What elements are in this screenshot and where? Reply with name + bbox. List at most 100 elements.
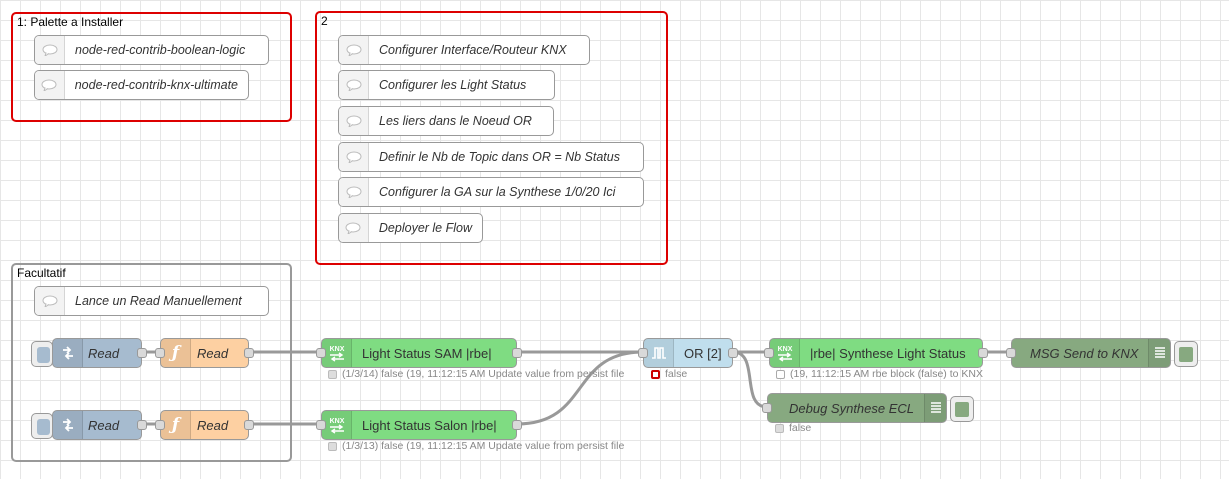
output-port[interactable] xyxy=(512,420,522,430)
output-port[interactable] xyxy=(244,420,254,430)
group-steps-label: 2 xyxy=(321,14,328,28)
speech-bubble-icon xyxy=(35,287,65,315)
input-port[interactable] xyxy=(638,348,648,358)
comment-label: Definir le Nb de Topic dans OR = Nb Stat… xyxy=(379,150,620,164)
comment-label: Deployer le Flow xyxy=(378,221,472,235)
knx-icon: KNX xyxy=(770,339,800,367)
function-node-read-2[interactable]: ƒ Read xyxy=(155,410,254,440)
output-port[interactable] xyxy=(244,348,254,358)
node-label: |rbe| Synthese Light Status xyxy=(810,345,966,361)
output-port[interactable] xyxy=(978,348,988,358)
or-status: false xyxy=(651,368,687,380)
node-label: OR [2] xyxy=(684,345,722,361)
knx-icon: KNX xyxy=(322,339,352,367)
node-label: Read xyxy=(197,345,229,361)
speech-bubble-icon xyxy=(339,71,369,99)
debug-toggle-button[interactable] xyxy=(950,396,974,422)
comment-link-or[interactable]: Les liers dans le Noeud OR xyxy=(338,106,554,136)
boolean-or-node[interactable]: OR [2] xyxy=(638,338,738,368)
comment-config-ga[interactable]: Configurer la GA sur la Synthese 1/0/20 … xyxy=(338,177,644,207)
node-label: Read xyxy=(88,417,120,433)
status-text: false xyxy=(665,368,688,380)
speech-bubble-icon xyxy=(35,36,65,64)
comment-label: Lance un Read Manuellement xyxy=(75,294,242,308)
comment-deploy[interactable]: Deployer le Flow xyxy=(338,213,483,243)
function-icon: ƒ xyxy=(161,339,191,367)
node-label: Light Status SAM |rbe| xyxy=(362,345,492,361)
inject-button[interactable] xyxy=(31,413,53,439)
knx-synthese-status: (19, 11:12:15 AM rbe block (false) to KN… xyxy=(776,368,983,380)
wire-knx-salon-or xyxy=(516,350,644,426)
status-dot xyxy=(775,423,784,433)
comment-boolean-logic[interactable]: node-red-contrib-boolean-logic xyxy=(34,35,269,65)
svg-text:KNX: KNX xyxy=(329,418,344,425)
comment-label: Configurer Interface/Routeur KNX xyxy=(379,43,567,57)
input-port[interactable] xyxy=(155,348,165,358)
knx-icon: KNX xyxy=(322,411,352,439)
input-port[interactable] xyxy=(155,420,165,430)
input-port[interactable] xyxy=(316,348,326,358)
comment-knx-ultimate[interactable]: node-red-contrib-knx-ultimate xyxy=(34,70,249,100)
group-palette-label: 1: Palette a Installer xyxy=(17,15,124,29)
group-optional[interactable]: Facultatif xyxy=(11,263,292,462)
list-icon xyxy=(1148,339,1170,367)
speech-bubble-icon xyxy=(339,107,369,135)
arrow-in-icon xyxy=(53,411,83,439)
svg-text:KNX: KNX xyxy=(329,346,344,353)
node-label: Debug Synthese ECL xyxy=(789,400,915,416)
inject-node-read-2[interactable]: Read xyxy=(31,410,147,440)
knx-node-sam[interactable]: KNX Light Status SAM |rbe| xyxy=(316,338,522,368)
group-optional-label: Facultatif xyxy=(17,266,66,280)
inject-node-read-1[interactable]: Read xyxy=(31,338,147,368)
output-port[interactable] xyxy=(137,348,147,358)
input-port[interactable] xyxy=(1006,348,1016,358)
status-text: false xyxy=(789,422,812,434)
speech-bubble-icon xyxy=(339,36,369,64)
list-icon xyxy=(924,394,946,422)
knx-sam-status: (1/3/14) false (19, 11:12:15 AM Update v… xyxy=(328,368,624,380)
knx-salon-status: (1/3/13) false (19, 11:12:15 AM Update v… xyxy=(328,440,624,452)
comment-label: node-red-contrib-knx-ultimate xyxy=(74,78,238,92)
comment-label: Configurer la GA sur la Synthese 1/0/20 … xyxy=(379,185,616,199)
debug-node-synthese-ecl[interactable]: Debug Synthese ECL xyxy=(762,393,974,423)
knx-node-salon[interactable]: KNX Light Status Salon |rbe| xyxy=(316,410,522,440)
output-port[interactable] xyxy=(137,420,147,430)
status-text: (19, 11:12:15 AM rbe block (false) to KN… xyxy=(790,368,983,380)
wire-or-debug-synthese xyxy=(732,350,768,409)
node-label: MSG Send to KNX xyxy=(1030,345,1139,361)
comment-define-topics[interactable]: Definir le Nb de Topic dans OR = Nb Stat… xyxy=(338,142,644,172)
status-text: (1/3/13) false (19, 11:12:15 AM Update v… xyxy=(342,440,625,452)
debug-node-msg-send[interactable]: MSG Send to KNX xyxy=(1006,338,1198,368)
status-text: (1/3/14) false (19, 11:12:15 AM Update v… xyxy=(342,368,625,380)
node-label: Light Status Salon |rbe| xyxy=(362,417,497,433)
comment-label: node-red-contrib-boolean-logic xyxy=(75,43,246,57)
speech-bubble-icon xyxy=(339,178,369,206)
comment-config-interface[interactable]: Configurer Interface/Routeur KNX xyxy=(338,35,590,65)
group-steps[interactable]: 2 xyxy=(315,11,668,265)
output-port[interactable] xyxy=(728,348,738,358)
function-icon: ƒ xyxy=(161,411,191,439)
status-dot xyxy=(328,369,337,379)
function-node-read-1[interactable]: ƒ Read xyxy=(155,338,254,368)
inject-button[interactable] xyxy=(31,341,53,367)
debug-toggle-button[interactable] xyxy=(1174,341,1198,367)
comment-config-light-status[interactable]: Configurer les Light Status xyxy=(338,70,555,100)
svg-text:KNX: KNX xyxy=(777,346,792,353)
debug-synthese-status: false xyxy=(775,422,811,434)
knx-node-synthese[interactable]: KNX |rbe| Synthese Light Status xyxy=(764,338,988,368)
speech-bubble-icon xyxy=(339,143,369,171)
output-port[interactable] xyxy=(512,348,522,358)
input-port[interactable] xyxy=(316,420,326,430)
node-label: Read xyxy=(88,345,120,361)
logic-gate-icon xyxy=(644,339,674,367)
status-dot xyxy=(776,369,785,379)
input-port[interactable] xyxy=(762,403,772,413)
group-palette[interactable]: 1: Palette a Installer xyxy=(11,12,292,122)
comment-label: Configurer les Light Status xyxy=(379,78,527,92)
speech-bubble-icon xyxy=(339,214,369,242)
arrow-in-icon xyxy=(53,339,83,367)
comment-label: Les liers dans le Noeud OR xyxy=(379,114,532,128)
node-label: Read xyxy=(197,417,229,433)
comment-manual-read[interactable]: Lance un Read Manuellement xyxy=(34,286,269,316)
input-port[interactable] xyxy=(764,348,774,358)
